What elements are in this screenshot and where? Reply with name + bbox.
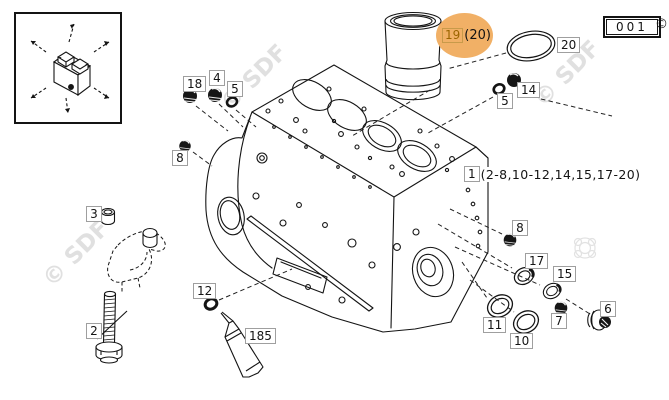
callout-12[interactable]: 12: [193, 283, 217, 299]
callout-19-highlighted[interactable]: 19 (20): [442, 28, 491, 43]
bush-part-3[interactable]: [100, 207, 116, 226]
callout-14[interactable]: 14: [517, 82, 541, 98]
callout-20[interactable]: 20: [557, 37, 581, 53]
plug-part-4[interactable]: [207, 87, 223, 103]
callout-8-left[interactable]: 8: [172, 150, 188, 166]
inset-block-thumbnail: [52, 51, 92, 97]
callout-5-left[interactable]: 5: [227, 81, 243, 97]
callout-4[interactable]: 4: [209, 70, 225, 86]
small-parts: [100, 73, 611, 339]
orientation-inset: [14, 12, 122, 124]
callout-19-number[interactable]: 19: [442, 28, 464, 43]
callout-2[interactable]: 2: [86, 323, 102, 339]
assembly-range: (2-8,10-12,14,15,17-20): [480, 166, 641, 182]
callout-11[interactable]: 11: [483, 317, 507, 333]
sealant-tube-part-185[interactable]: [220, 311, 264, 378]
callout-6[interactable]: 6: [600, 301, 616, 317]
bolt-part-2[interactable]: [95, 290, 128, 364]
cup-plug-part-15[interactable]: [539, 279, 565, 303]
highlight-ellipse: [436, 13, 493, 58]
callout-assembly-1[interactable]: 1 (2-8,10-12,14,15,17-20): [464, 166, 641, 182]
cylinder-liner-part-19[interactable]: [384, 11, 442, 101]
callout-8-right[interactable]: 8: [512, 220, 528, 236]
callout-18[interactable]: 18: [183, 76, 207, 92]
engine-block-part-1[interactable]: [205, 64, 489, 333]
callout-10[interactable]: 10: [510, 333, 534, 349]
callout-15[interactable]: 15: [553, 266, 577, 282]
callout-3[interactable]: 3: [86, 206, 102, 222]
plug-part-6[interactable]: [587, 309, 611, 331]
callout-7[interactable]: 7: [551, 313, 567, 329]
oring-part-20[interactable]: [505, 28, 557, 65]
svg-text:© SDF: © SDF: [38, 216, 115, 293]
copyright-symbol: ©: [655, 17, 668, 32]
assembly-number[interactable]: 1: [464, 166, 480, 182]
callout-17[interactable]: 17: [525, 253, 549, 269]
callout-5-right[interactable]: 5: [497, 93, 513, 109]
bracket-clamp-solid: [142, 227, 158, 249]
seal-part-12[interactable]: [201, 295, 221, 313]
sheet-code-box: 001: [603, 16, 661, 38]
callout-19-ref: (20): [464, 28, 491, 43]
sheet-code: 001: [606, 19, 658, 35]
callout-185[interactable]: 185: [245, 328, 276, 344]
leader-lines: [192, 52, 613, 315]
